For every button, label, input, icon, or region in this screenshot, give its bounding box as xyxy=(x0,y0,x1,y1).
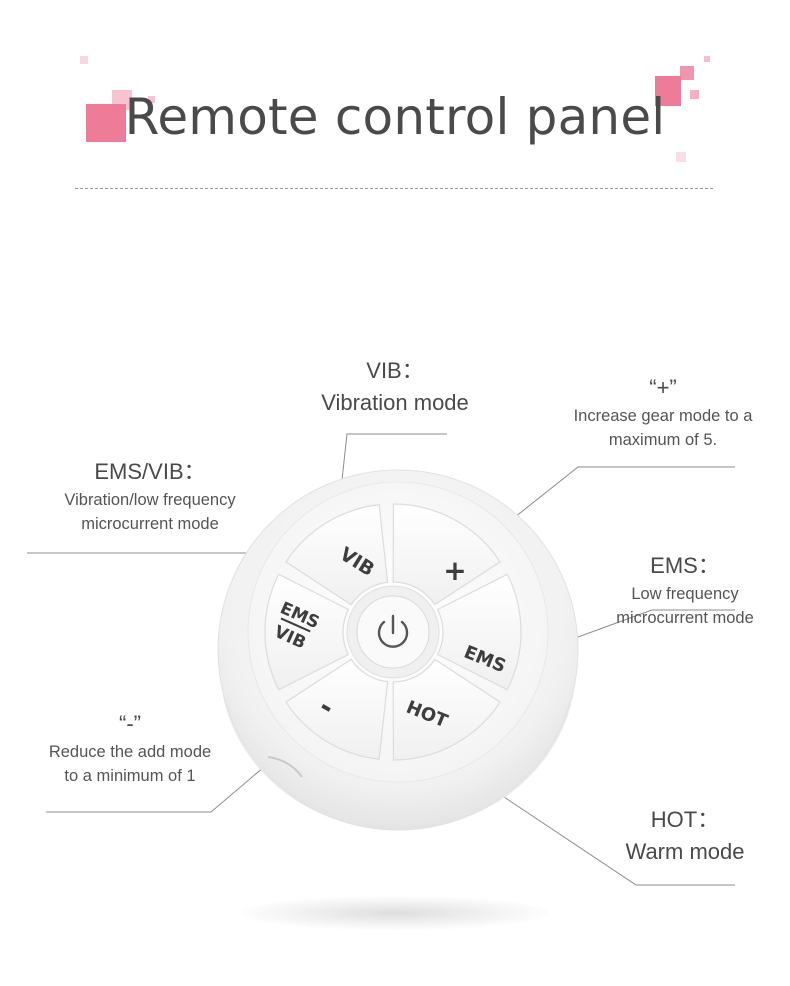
plus-button[interactable] xyxy=(392,503,501,606)
pink-square-decoration xyxy=(704,56,710,62)
pink-square-decoration xyxy=(148,96,155,103)
callout-minus-desc-1: Reduce the add mode xyxy=(48,743,212,761)
callout-minus-desc-2: to a minimum of 1 xyxy=(64,767,196,785)
callout-ems: EMS： Low frequency microcurrent mode xyxy=(590,550,780,630)
callout-vib-desc: Vibration mode xyxy=(321,390,469,415)
title-divider xyxy=(75,188,713,189)
callout-ems-desc-1: Low frequency xyxy=(631,585,739,603)
callout-plus: “+” Increase gear mode to a maximum of 5… xyxy=(548,372,778,452)
callout-plus-desc-2: maximum of 5. xyxy=(608,431,718,449)
callout-minus-heading: “-” xyxy=(119,711,141,736)
ems-vib-button[interactable] xyxy=(264,573,350,691)
hot-button[interactable] xyxy=(392,658,501,761)
callout-hot: HOT： Warm mode xyxy=(600,804,770,868)
device-groove xyxy=(267,756,303,778)
callout-vib: VIB： Vibration mode xyxy=(290,355,500,419)
callout-hot-desc: Warm mode xyxy=(625,839,745,864)
callout-plus-desc-1: Increase gear mode to a xyxy=(573,407,753,425)
callout-minus: “-” Reduce the add mode to a minimum of … xyxy=(20,708,240,788)
page-title: Remote control panel xyxy=(124,88,666,146)
pink-square-decoration xyxy=(676,152,686,162)
callout-vib-heading: VIB： xyxy=(366,358,424,383)
ems-button[interactable] xyxy=(436,573,522,691)
minus-button[interactable] xyxy=(285,658,389,760)
device-shadow xyxy=(240,896,550,930)
callout-ems-heading: EMS： xyxy=(650,553,720,578)
callout-ems-vib-heading: EMS/VIB： xyxy=(94,459,206,484)
callout-ems-vib-desc-2: microcurrent mode xyxy=(81,515,219,533)
plus-button-label: + xyxy=(443,554,466,587)
pink-square-decoration xyxy=(86,104,126,142)
pink-square-decoration xyxy=(690,90,699,99)
callout-ems-desc-2: microcurrent mode xyxy=(616,609,754,627)
vib-button[interactable] xyxy=(285,504,389,606)
pink-square-decoration xyxy=(655,76,681,106)
pink-square-decoration xyxy=(80,56,88,64)
callout-hot-heading: HOT： xyxy=(650,807,720,832)
callout-plus-heading: “+” xyxy=(649,375,677,400)
pink-square-decoration xyxy=(680,66,694,80)
callout-ems-vib-desc-1: Vibration/low frequency xyxy=(64,491,236,509)
power-icon xyxy=(377,614,409,648)
callout-ems-vib: EMS/VIB： Vibration/low frequency microcu… xyxy=(30,456,270,536)
pink-square-decoration xyxy=(112,90,132,110)
